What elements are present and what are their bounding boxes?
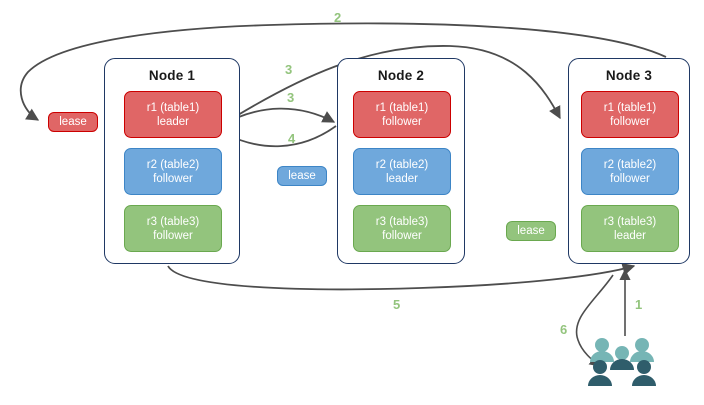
node-3-title: Node 3	[605, 68, 653, 83]
node-1-replica-r2[interactable]: r2 (table2) follower	[124, 148, 222, 195]
node-3-replica-r1-line2: follower	[610, 115, 650, 128]
users-icon	[586, 336, 658, 388]
edge-step-3-to-node3	[219, 45, 561, 127]
node-3-replica-r3-line1: r3 (table3)	[603, 215, 657, 228]
node-1-replica-r2-line1: r2 (table2)	[146, 158, 200, 171]
step-label-2: 2	[334, 10, 342, 25]
step-label-1: 1	[635, 297, 643, 312]
node-3-replica-r1[interactable]: r1 (table1) follower	[581, 91, 679, 138]
step-label-3b: 3	[287, 90, 295, 105]
node-3-replica-r2-line2: follower	[610, 172, 650, 185]
node-2-replica-r2-line2: leader	[386, 172, 418, 185]
node-3[interactable]: Node 3 r1 (table1) follower r2 (table2) …	[568, 58, 690, 264]
node-1-replica-r3-line2: follower	[153, 229, 193, 242]
node-2-replica-r1-line2: follower	[382, 115, 422, 128]
node-2-replica-r1[interactable]: r1 (table1) follower	[353, 91, 451, 138]
edge-step-5	[167, 263, 636, 291]
node-2-title: Node 2	[377, 68, 425, 83]
node-3-replica-r2[interactable]: r2 (table2) follower	[581, 148, 679, 195]
node-2-replica-r3[interactable]: r3 (table3) follower	[353, 205, 451, 252]
node-2-replica-r3-line2: follower	[382, 229, 422, 242]
step-label-6: 6	[560, 322, 568, 337]
node-1-replica-r1-line1: r1 (table1)	[146, 101, 200, 114]
node-3-replica-r1-line1: r1 (table1)	[603, 101, 657, 114]
lease-badge-r1[interactable]: lease	[48, 112, 98, 132]
lease-badge-r2[interactable]: lease	[277, 166, 327, 186]
node-3-replica-r2-line1: r2 (table2)	[603, 158, 657, 171]
node-1-replica-r1-line2: leader	[157, 115, 189, 128]
step-label-5: 5	[393, 297, 401, 312]
edge-step-4	[224, 125, 337, 148]
node-1-replica-r1[interactable]: r1 (table1) leader	[124, 91, 222, 138]
node-1-replica-r3[interactable]: r3 (table3) follower	[124, 205, 222, 252]
node-1-title: Node 1	[148, 68, 196, 83]
node-2-replica-r2-line1: r2 (table2)	[375, 158, 429, 171]
node-1-replica-r3-line1: r3 (table3)	[146, 215, 200, 228]
node-3-replica-r3[interactable]: r3 (table3) leader	[581, 205, 679, 252]
node-2-replica-r2[interactable]: r2 (table2) leader	[353, 148, 451, 195]
step-label-4: 4	[288, 131, 296, 146]
node-2[interactable]: Node 2 r1 (table1) follower r2 (table2) …	[337, 58, 465, 264]
node-2-replica-r3-line1: r3 (table3)	[375, 215, 429, 228]
lease-badge-r3[interactable]: lease	[506, 221, 556, 241]
step-label-3a: 3	[285, 62, 293, 77]
edge-step-2	[19, 22, 667, 121]
node-2-replica-r1-line1: r1 (table1)	[375, 101, 429, 114]
node-3-replica-r3-line2: leader	[614, 229, 646, 242]
node-1-replica-r2-line2: follower	[153, 172, 193, 185]
node-1[interactable]: Node 1 r1 (table1) leader r2 (table2) fo…	[104, 58, 240, 264]
